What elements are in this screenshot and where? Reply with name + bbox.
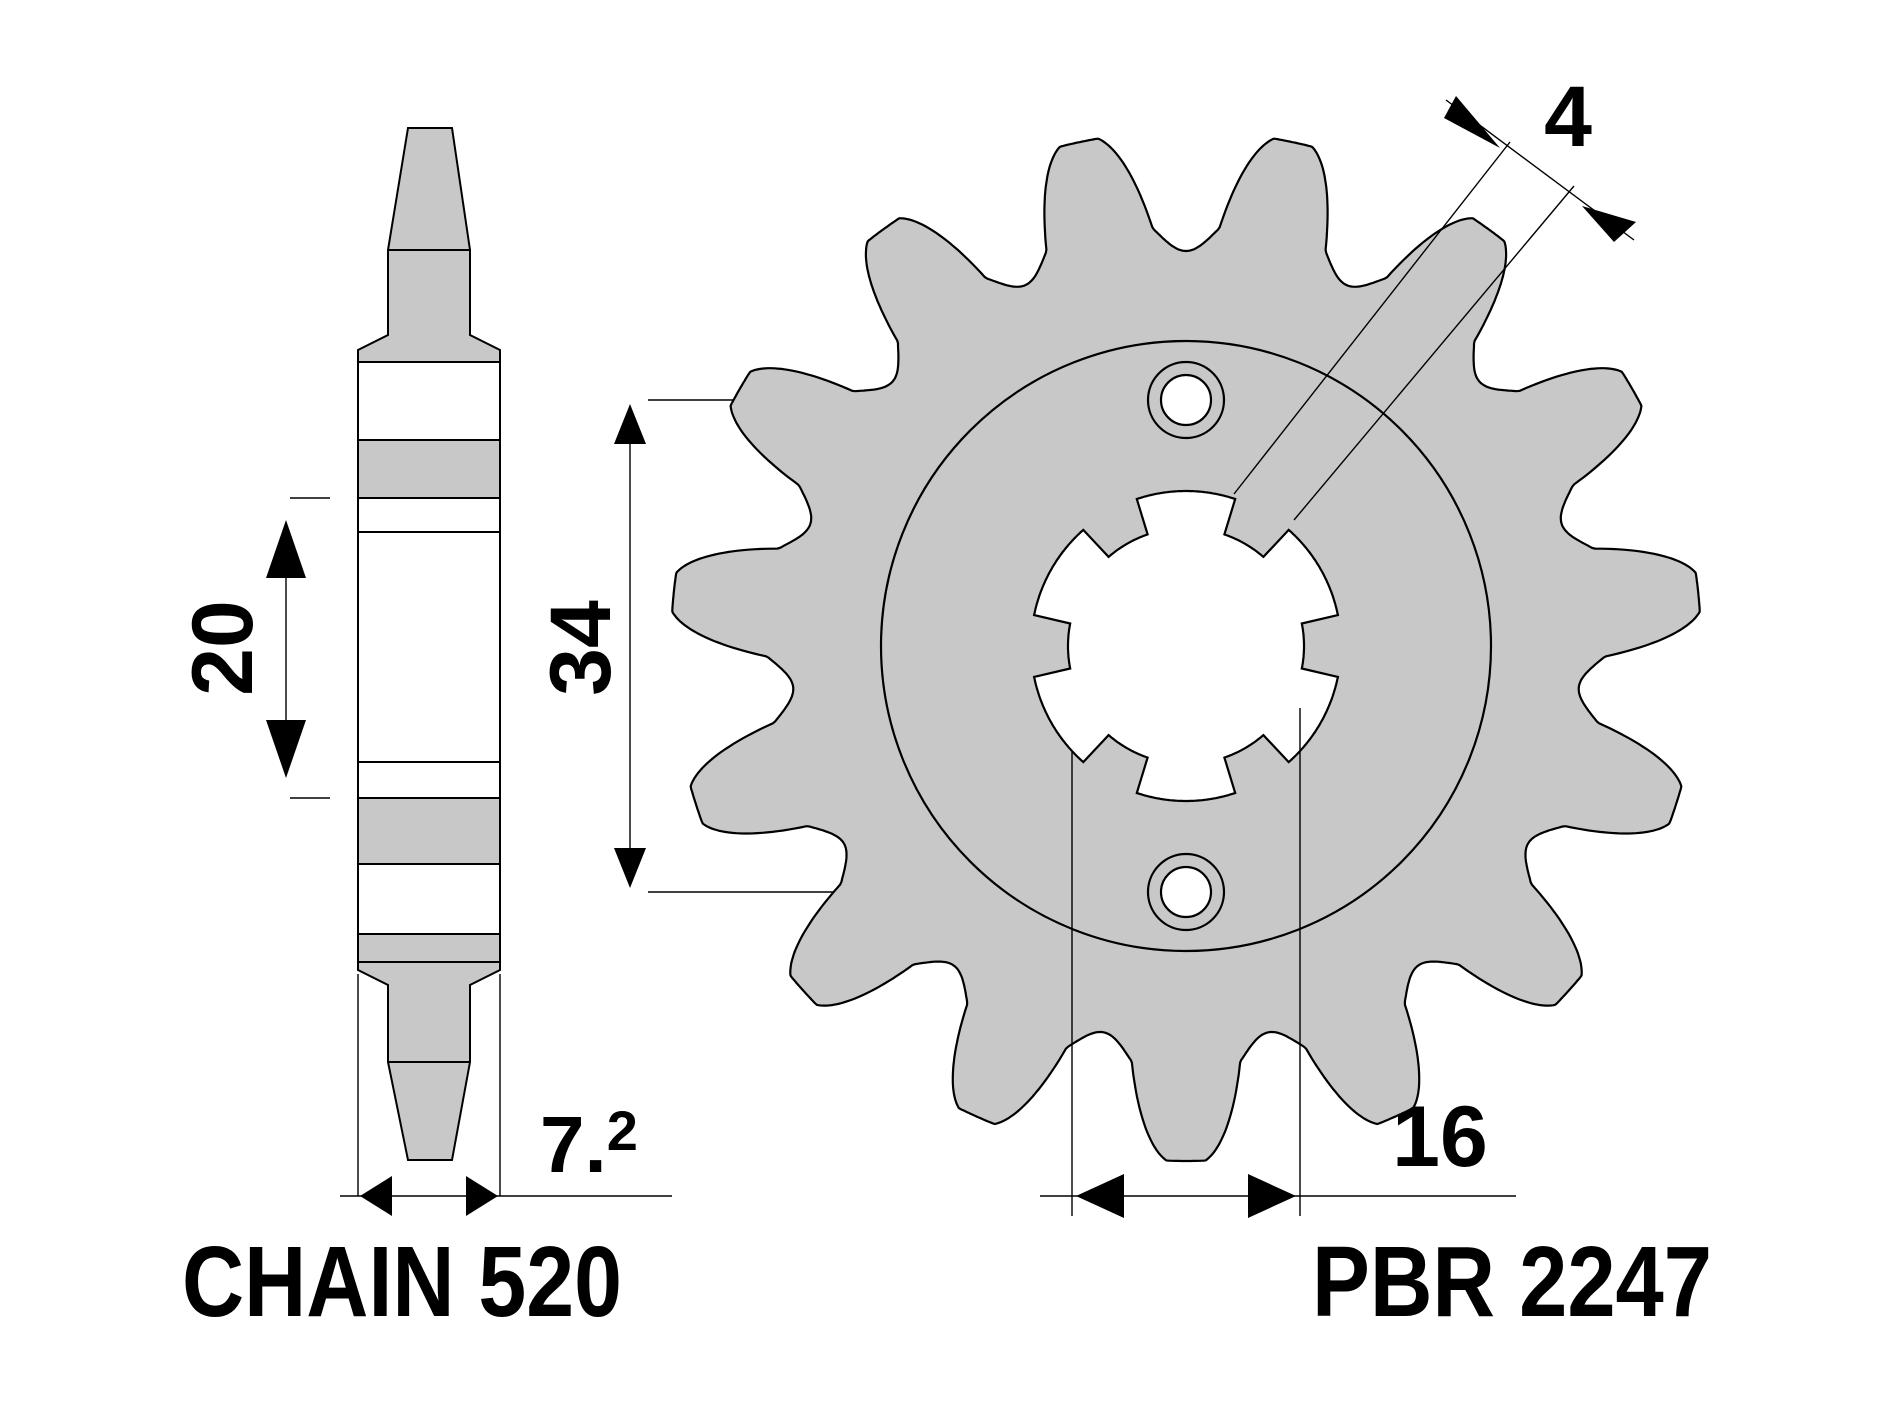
dimension-16: 16 xyxy=(1040,708,1516,1218)
profile-band-3 xyxy=(357,933,501,963)
dimension-20: 20 xyxy=(175,497,330,799)
chain-label: CHAIN 520 xyxy=(182,1226,622,1338)
sprocket-front-view xyxy=(671,137,1701,1163)
side-profile-view xyxy=(357,127,501,1161)
bolt-hole-top xyxy=(1146,360,1226,440)
bolt-hole-bottom xyxy=(1146,852,1226,932)
profile-top-tooth xyxy=(357,127,501,363)
profile-band-2 xyxy=(357,797,501,865)
dimension-34-label: 34 xyxy=(533,600,629,696)
part-number-label: PBR 2247 xyxy=(1312,1226,1712,1338)
dimension-7-2-label: 7.2 xyxy=(540,1099,638,1189)
dimension-4-label: 4 xyxy=(1544,69,1592,165)
dimension-7-2: 7.2 xyxy=(340,974,672,1216)
dimension-16-label: 16 xyxy=(1392,1089,1488,1185)
dimension-4: 4 xyxy=(1233,69,1636,521)
pitch-circle xyxy=(879,339,1493,953)
sprocket-body xyxy=(671,137,1701,1163)
profile-band-1 xyxy=(357,439,501,499)
dimension-20-label: 20 xyxy=(175,600,271,696)
